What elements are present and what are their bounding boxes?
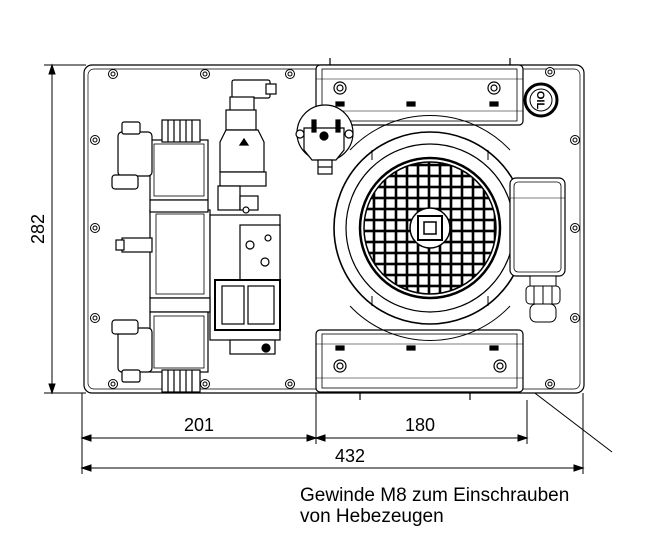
dimension-height-label: 282 <box>28 214 48 244</box>
solenoid-valve-lower <box>111 297 211 393</box>
motor-terminal-box <box>509 177 566 277</box>
note-line-1: Gewinde M8 zum Einschrauben <box>300 485 570 506</box>
bottom-lifting-bracket <box>315 329 524 400</box>
oil-cap-label: OIL <box>534 91 546 110</box>
pressure-switch <box>217 79 277 214</box>
valve-manifold <box>115 209 281 355</box>
coupling-flange <box>295 104 354 175</box>
cable-gland <box>525 275 561 323</box>
threaded-hole-note: Gewinde M8 zum Einschrauben von Hebezeug… <box>300 485 569 527</box>
electric-motor <box>333 115 527 341</box>
solenoid-valve-upper <box>111 119 209 213</box>
note-line-2: von Hebezeugen <box>300 506 444 527</box>
dimension-width-left-label: 201 <box>184 415 214 435</box>
dimension-width-total-label: 432 <box>335 446 365 466</box>
mounting-holes <box>90 67 580 389</box>
oil-cap: OIL <box>523 82 559 118</box>
dimension-width-right-label: 180 <box>405 415 435 435</box>
top-lifting-bracket <box>315 58 524 126</box>
dimension-height <box>44 63 86 395</box>
dimension-width-lines <box>80 393 585 474</box>
